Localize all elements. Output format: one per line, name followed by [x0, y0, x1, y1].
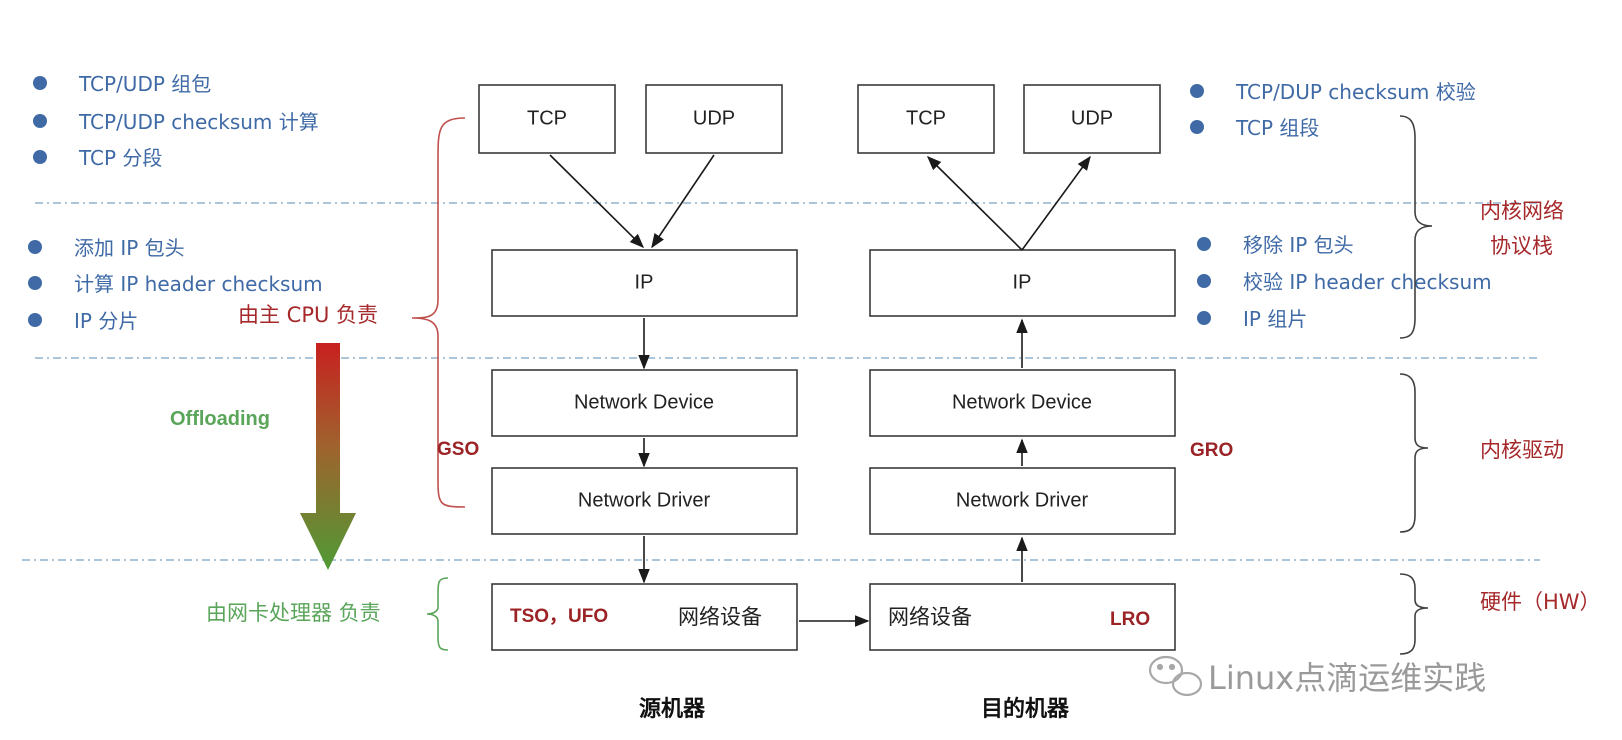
offloading-label: Offloading	[170, 408, 270, 430]
destination-network-driver-label: Network Driver	[956, 489, 1089, 511]
destination-tcp-label: TCP	[906, 107, 946, 129]
kernel-stack-label-line2: 协议栈	[1490, 234, 1553, 258]
source-hardware-label: 网络设备	[678, 605, 762, 629]
kernel-stack-brace	[1399, 115, 1433, 339]
source-caption: 源机器	[639, 697, 706, 722]
source-network-driver-box	[491, 467, 798, 535]
destination-ip-box	[869, 249, 1176, 317]
right-note: TCP 组段	[1235, 116, 1319, 140]
kernel-driver-brace	[1399, 373, 1429, 533]
offloading-arrow-icon	[300, 343, 356, 570]
kernel-driver-label: 内核驱动	[1480, 438, 1564, 462]
source-stack: TCP UDP IP Network Device Network Driver…	[478, 84, 798, 651]
bullet-icon	[33, 150, 47, 164]
watermark: Linux点滴运维实践	[1148, 655, 1486, 697]
right-note: 移除 IP 包头	[1243, 233, 1354, 257]
right-notes-transport: TCP/DUP checksum 校验 TCP 组段	[1190, 80, 1476, 140]
bullet-icon	[28, 276, 42, 290]
bullet-icon	[28, 313, 42, 327]
source-ip-box	[491, 249, 798, 317]
destination-udp-label: UDP	[1071, 107, 1113, 129]
right-notes-ip: 移除 IP 包头 校验 IP header checksum IP 组片	[1197, 233, 1492, 331]
source-udp-label: UDP	[693, 107, 735, 129]
left-note: 计算 IP header checksum	[74, 272, 323, 296]
cpu-responsible-label: 由主 CPU 负责	[238, 303, 378, 327]
source-ip-label: IP	[635, 271, 654, 293]
bullet-icon	[1197, 274, 1211, 288]
left-note: TCP/UDP 组包	[78, 72, 211, 96]
kernel-stack-label-line1: 内核网络	[1480, 199, 1564, 223]
nic-brace	[426, 577, 449, 651]
nic-responsible-label: 由网卡处理器 负责	[206, 601, 381, 625]
bullet-icon	[33, 114, 47, 128]
destination-caption: 目的机器	[981, 696, 1070, 722]
gso-label: GSO	[437, 439, 479, 460]
right-note: IP 组片	[1243, 307, 1307, 331]
left-note: IP 分片	[74, 309, 138, 333]
bullet-icon	[1197, 237, 1211, 251]
bullet-icon	[28, 240, 42, 254]
gro-label: GRO	[1190, 440, 1233, 461]
destination-stack: TCP UDP IP Network Device Network Driver…	[857, 84, 1176, 651]
destination-network-device-box	[869, 369, 1176, 437]
destination-hardware-label: 网络设备	[888, 605, 972, 629]
bullet-icon	[1190, 120, 1204, 134]
destination-lro-tag: LRO	[1110, 609, 1150, 630]
left-note: TCP 分段	[78, 146, 162, 170]
hardware-label: 硬件（HW）	[1480, 590, 1601, 614]
source-udp-box	[645, 84, 783, 154]
source-offload-tags: TSO，UFO	[510, 606, 608, 627]
bullet-icon	[1190, 84, 1204, 98]
destination-network-device-label: Network Device	[952, 391, 1092, 413]
bullet-icon	[1197, 311, 1211, 325]
watermark-text: Linux点滴运维实践	[1208, 659, 1486, 697]
hardware-brace	[1399, 573, 1429, 655]
left-note: 添加 IP 包头	[74, 236, 185, 260]
destination-network-driver-box	[869, 467, 1176, 535]
right-note: 校验 IP header checksum	[1243, 270, 1492, 294]
left-notes-ip: 添加 IP 包头 计算 IP header checksum IP 分片	[28, 236, 323, 333]
destination-tcp-box	[857, 84, 995, 154]
destination-hardware-box	[869, 583, 1176, 651]
arrow-ip-to-tcp	[926, 155, 1023, 251]
wechat-icon	[1148, 655, 1203, 697]
cpu-brace	[411, 117, 466, 508]
destination-ip-label: IP	[1013, 271, 1032, 293]
left-note: TCP/UDP checksum 计算	[78, 110, 319, 134]
left-notes-transport: TCP/UDP 组包 TCP/UDP checksum 计算 TCP 分段	[33, 72, 319, 170]
source-tcp-label: TCP	[527, 107, 567, 129]
arrow-udp-to-ip	[651, 154, 715, 249]
source-network-device-label: Network Device	[574, 391, 714, 413]
source-network-driver-label: Network Driver	[578, 489, 711, 511]
source-hardware-box	[491, 583, 798, 651]
right-note: TCP/DUP checksum 校验	[1235, 80, 1476, 104]
bullet-icon	[33, 76, 47, 90]
source-network-device-box	[491, 369, 798, 437]
source-tcp-box	[478, 84, 616, 154]
arrow-ip-to-udp	[1021, 155, 1091, 251]
arrow-tcp-to-ip	[549, 154, 645, 249]
destination-udp-box	[1023, 84, 1161, 154]
